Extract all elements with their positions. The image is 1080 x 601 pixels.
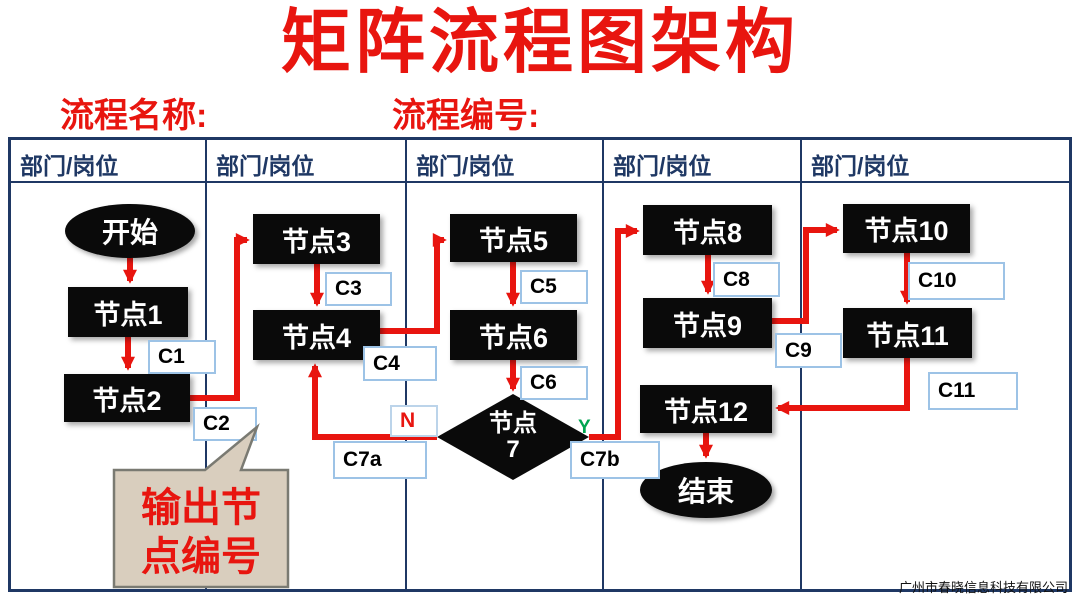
node-3: 节点3 [253, 214, 380, 264]
connector-c7a: C7a [333, 441, 427, 479]
header-row-divider [11, 181, 1069, 183]
page-title: 矩阵流程图架构 [281, 3, 799, 81]
column-header-5: 部门/岗位 [811, 153, 910, 179]
connector-c10: C10 [908, 262, 1005, 300]
branch-label-no: N [390, 405, 438, 437]
connector-c6: C6 [520, 366, 588, 400]
column-header-4: 部门/岗位 [613, 153, 712, 179]
node-4: 节点4 [253, 310, 380, 360]
node-10: 节点10 [843, 204, 970, 253]
node-6: 节点6 [450, 310, 577, 360]
start-terminal: 开始 [65, 204, 195, 258]
column-header-3: 部门/岗位 [416, 153, 515, 179]
process-name-label: 流程名称: [60, 97, 208, 135]
process-number-label: 流程编号: [392, 97, 540, 135]
company-footer: 广州市春晓信息科技有限公司 [898, 580, 1068, 595]
decision-node-7-line2: 7 [506, 436, 520, 463]
connector-c1: C1 [148, 340, 216, 374]
end-terminal: 结束 [640, 462, 772, 518]
callout-line2: 点编号 [141, 534, 261, 579]
branch-label-yes: Y [578, 417, 591, 438]
column-divider-3 [602, 140, 604, 589]
node-1: 节点1 [68, 287, 188, 337]
decision-node-7-line1: 节点 [489, 409, 537, 437]
connector-c2: C2 [193, 407, 257, 441]
callout-line1: 输出节 [141, 486, 261, 530]
connector-c7b: C7b [570, 441, 660, 479]
connector-c5: C5 [520, 270, 588, 304]
connector-c4: C4 [363, 346, 437, 381]
column-header-1: 部门/岗位 [20, 153, 119, 179]
node-5: 节点5 [450, 214, 577, 262]
node-9: 节点9 [643, 298, 772, 348]
connector-c3: C3 [325, 272, 392, 306]
column-header-2: 部门/岗位 [216, 153, 315, 179]
callout-output-node-number: 输出节 点编号 [114, 484, 288, 582]
node-2: 节点2 [64, 374, 190, 422]
connector-c9: C9 [775, 333, 842, 368]
node-11: 节点11 [843, 308, 972, 358]
node-12: 节点12 [640, 385, 772, 433]
connector-c8: C8 [713, 262, 780, 297]
node-8: 节点8 [643, 205, 772, 255]
connector-c11: C11 [928, 372, 1018, 410]
